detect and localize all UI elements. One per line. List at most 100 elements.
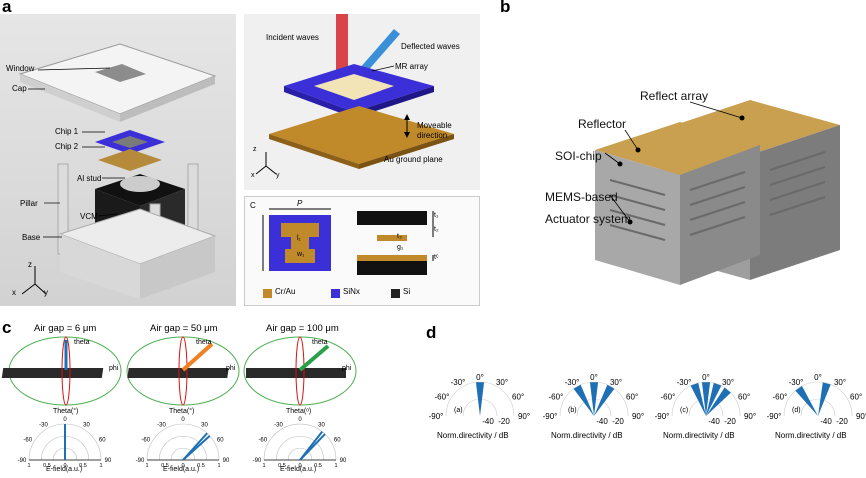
c-3d-plot-1 xyxy=(1,336,122,406)
label-chip1: Chip 1 xyxy=(55,127,79,136)
c-theta-3: theta xyxy=(312,339,328,346)
d-polar-angle-tick: 90° xyxy=(856,412,866,421)
d-polar-angle-tick: -90° xyxy=(767,412,782,421)
actuator-drawing xyxy=(595,100,840,285)
d-polar-lobe xyxy=(475,382,485,416)
label-l1: l₁ xyxy=(297,235,301,242)
d-polar-ring xyxy=(671,381,741,417)
c-polar-ring xyxy=(158,436,208,461)
c-polar-angle-tick: 0 xyxy=(63,417,67,423)
d-polar-radial-tick: -20 xyxy=(724,417,736,426)
c-polar-angle-tick: 60 xyxy=(217,438,224,444)
c-polar-radial-tick: 0 xyxy=(63,463,66,469)
d-polar-radial-tick: -20 xyxy=(498,417,510,426)
label-actuator-system: Actuator system xyxy=(545,212,632,226)
d-polar-radial-tick: -20 xyxy=(612,417,624,426)
d-polar-1: -90°-60°-30°0°30°60°90°-40-20(a) xyxy=(429,373,530,426)
c-polar-angle-tick: 90 xyxy=(105,458,112,464)
d-polar-angle-tick: 60° xyxy=(738,393,750,402)
c-polar-radial-tick: 0.5 xyxy=(43,463,51,469)
label-vcm: VCM xyxy=(80,212,98,221)
d-polar-lobe xyxy=(589,382,599,416)
axes-triad-left xyxy=(21,266,47,295)
c-polar-title-3: Theta(ᵒ) xyxy=(286,408,312,415)
d-polar-lobe xyxy=(706,382,722,416)
label-g1: g₁ xyxy=(397,244,404,251)
c-polar-radial-tick: 1 xyxy=(217,463,220,469)
c-polar-angle-tick: 90 xyxy=(223,458,230,464)
d-polar-lobe xyxy=(594,384,615,416)
c-title-100um: Air gap = 100 μm xyxy=(266,323,339,334)
d-polar-angle-tick: -30° xyxy=(565,378,580,387)
d-polar-angle-tick: -90° xyxy=(655,412,670,421)
c-polar-ring xyxy=(275,436,325,461)
d-polar-angle-tick: 90° xyxy=(744,412,756,421)
axis-z-left: z xyxy=(28,260,32,269)
c-polar-radial-tick: 0.5 xyxy=(197,463,205,469)
c-3d-plot-2 xyxy=(126,336,240,406)
panel-c-letter: c xyxy=(2,318,12,337)
c-polar-angle-tick: 30 xyxy=(201,422,208,428)
d-polar-ring xyxy=(800,398,836,417)
legend-cr-au: Cr/Au xyxy=(275,287,296,296)
d-polar-angle-tick: -60° xyxy=(549,393,564,402)
label-base: Base xyxy=(22,233,41,242)
d-polar-angle-tick: -30° xyxy=(677,378,692,387)
c-radiation-3d xyxy=(1,336,357,406)
c-polar-angle-tick: -60 xyxy=(141,438,150,444)
d-polar-angle-tick: 30° xyxy=(722,378,734,387)
c-polar-ring xyxy=(146,423,220,461)
d-polar-radial-tick: -40 xyxy=(708,417,720,426)
d-polar-angle-tick: -60° xyxy=(661,393,676,402)
c-polar-beam xyxy=(299,433,326,461)
c-polar-radial-tick: 0.5 xyxy=(161,463,169,469)
panel-b-letter: b xyxy=(500,0,511,16)
d-polar-angle-tick: 0° xyxy=(814,373,822,382)
axis-x-right: x xyxy=(251,172,255,179)
d-polar-angle-tick: -30° xyxy=(451,378,466,387)
d-polar-angle-tick: 90° xyxy=(632,412,644,421)
c-polar-angle-tick: -60 xyxy=(23,438,32,444)
label-al-stud: Al stud xyxy=(77,174,102,183)
c-xlabel-3: E-field(a.u.) xyxy=(280,466,317,473)
unit-cell-box xyxy=(244,196,480,306)
c-polar-radial-tick: 1 xyxy=(334,463,337,469)
d-polar-3: -90° -60°-30° 0° 30° 60° 90° -40 -20 (c) xyxy=(655,373,756,426)
label-mr-array: MR array xyxy=(395,62,428,71)
d-sublabel: (b) xyxy=(568,407,577,414)
c-polar-angle-tick: -90 xyxy=(253,458,262,464)
c-polar-angle-tick: -30 xyxy=(157,422,166,428)
c-polar-angle-tick: 60 xyxy=(334,438,341,444)
label-cap: Cap xyxy=(12,84,27,93)
d-sublabel: (c) xyxy=(680,407,688,414)
c-polar-ring xyxy=(287,447,313,461)
legend-sinx: SiNx xyxy=(343,287,360,296)
label-chip2: Chip 2 xyxy=(55,142,79,151)
c-phi-2: phi xyxy=(226,365,236,372)
d-polar-radial-tick: -40 xyxy=(596,417,608,426)
c-polar-angle-tick: 0 xyxy=(181,417,185,423)
actuator-view xyxy=(540,60,850,285)
c-polar-beam xyxy=(182,435,211,461)
d-polar-angle-tick: 90° xyxy=(518,412,530,421)
c-polar-radial-tick: 1 xyxy=(145,463,148,469)
legend-si: Si xyxy=(403,287,411,296)
d-polar-lobe xyxy=(690,382,706,416)
d-polar-angle-tick: 0° xyxy=(702,373,710,382)
c-polar-ring xyxy=(263,423,337,461)
d-polar-angle-tick: -30° xyxy=(789,378,804,387)
exploded-view-drawing xyxy=(18,43,217,299)
metasurface-drawing xyxy=(269,14,454,169)
d-polar-angle-tick: 30° xyxy=(610,378,622,387)
label-t1: t₁ xyxy=(434,212,439,219)
d-polar-angle-tick: -90° xyxy=(429,412,444,421)
c-polar-radial-tick: 0.5 xyxy=(278,463,286,469)
c-xlabel-2: E-field(a.u.) xyxy=(163,466,200,473)
label-w1: w₁ xyxy=(297,251,305,258)
axis-y-left: y xyxy=(44,288,48,297)
label-incident-waves: Incident waves xyxy=(266,33,319,42)
label-reflect-array: Reflect array xyxy=(640,89,709,103)
d-polar-2: -90°-60°-30°0°30°60°90°-40-20(b) xyxy=(543,373,644,426)
